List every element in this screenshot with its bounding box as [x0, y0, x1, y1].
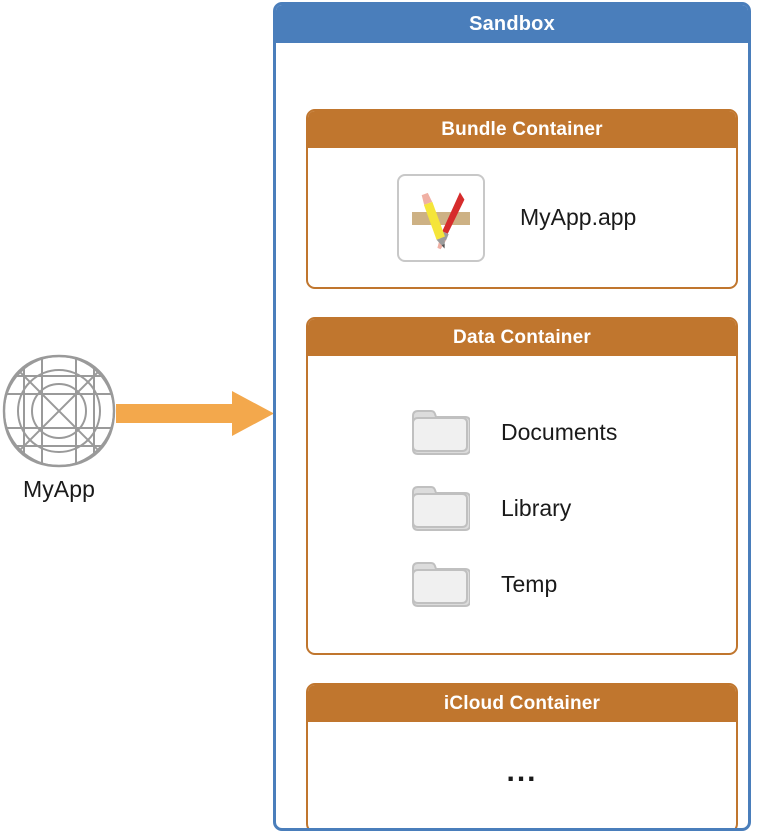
data-container-title: Data Container [308, 319, 736, 356]
right-arrow-icon [116, 391, 274, 436]
bundle-container-title: Bundle Container [308, 111, 736, 148]
icloud-container-title: iCloud Container [308, 685, 736, 722]
app-grid-icon [2, 354, 116, 468]
source-app-node: MyApp [2, 354, 116, 514]
list-item[interactable]: Temp [308, 546, 736, 622]
folder-icon [409, 406, 471, 458]
list-item[interactable]: Library [308, 470, 736, 546]
list-item[interactable]: Documents [308, 394, 736, 470]
bundle-item-label: MyApp.app [520, 204, 637, 230]
folder-icon [409, 558, 471, 610]
data-item-label: Documents [501, 418, 618, 445]
sandbox-box: Sandbox Bundle Container [273, 2, 751, 831]
list-item[interactable]: MyApp.app [308, 148, 736, 287]
icloud-container-card: iCloud Container ... [306, 683, 738, 828]
ellipsis-placeholder: ... [506, 754, 538, 788]
data-item-label: Library [501, 494, 572, 521]
sandbox-title: Sandbox [276, 5, 748, 43]
source-app-label: MyApp [22, 476, 96, 502]
xcode-app-icon [397, 173, 485, 262]
folder-icon [409, 482, 471, 534]
data-container-card: Data Container Documents [306, 317, 738, 655]
bundle-container-card: Bundle Container [306, 109, 738, 289]
data-item-label: Temp [501, 570, 558, 597]
